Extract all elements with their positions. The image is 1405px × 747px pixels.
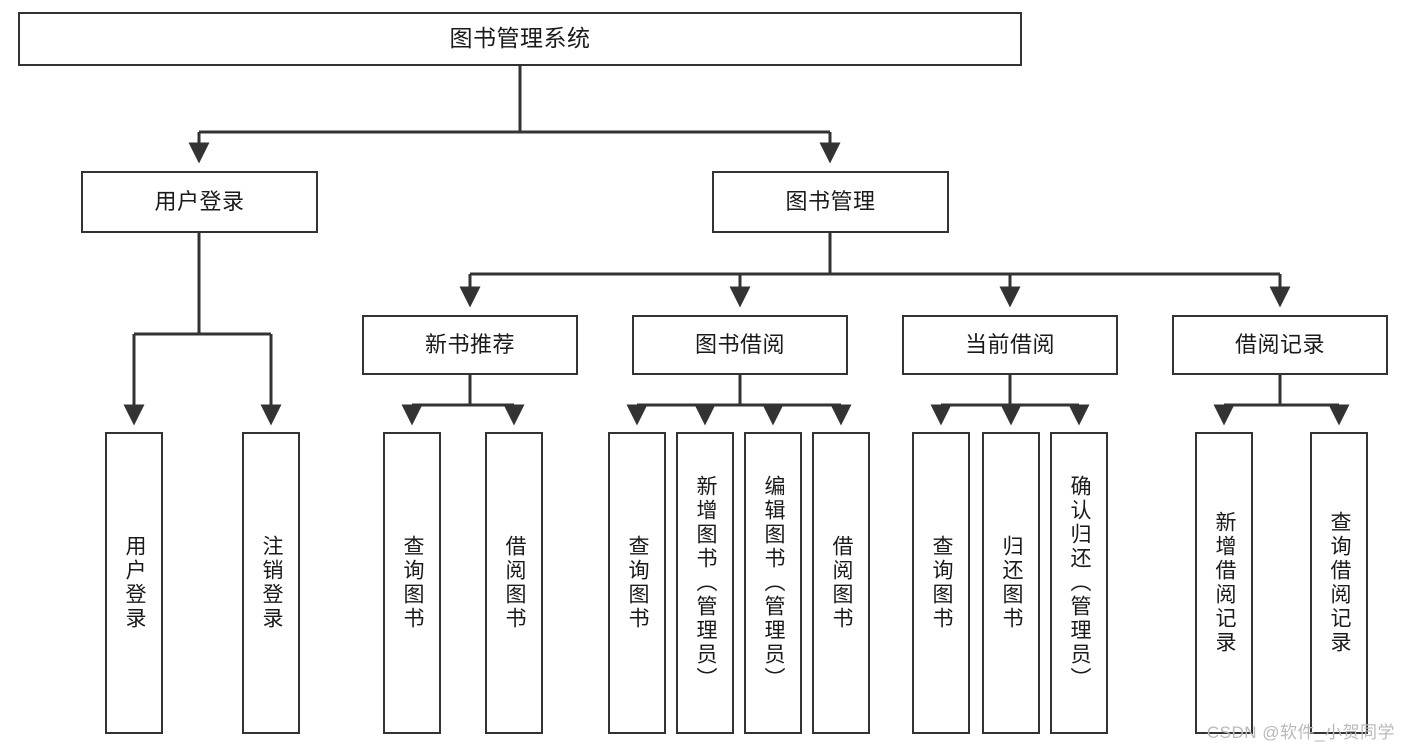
leaf-confirm-return-label: 确认归还（管理员） — [1068, 475, 1092, 691]
leaf-borrow-book-1[interactable]: 借阅图书 — [485, 432, 543, 734]
leaf-return-book[interactable]: 归还图书 — [982, 432, 1040, 734]
leaf-borrow-book-1-label: 借阅图书 — [503, 535, 527, 631]
node-root[interactable]: 图书管理系统 — [18, 12, 1022, 66]
leaf-logout-label: 注销登录 — [260, 535, 284, 631]
leaf-query-book-3-label: 查询图书 — [930, 535, 954, 631]
leaf-query-book-2[interactable]: 查询图书 — [608, 432, 666, 734]
leaf-borrow-book-2-label: 借阅图书 — [830, 535, 854, 631]
watermark: CSDN @软件_小贺同学 — [1206, 723, 1395, 742]
leaf-logout[interactable]: 注销登录 — [242, 432, 300, 734]
leaf-return-book-label: 归还图书 — [1000, 535, 1024, 631]
leaf-query-book-2-label: 查询图书 — [626, 535, 650, 631]
leaf-query-book-3[interactable]: 查询图书 — [912, 432, 970, 734]
leaf-edit-book[interactable]: 编辑图书（管理员） — [744, 432, 802, 734]
node-borrow-record-label: 借阅记录 — [1234, 331, 1325, 357]
leaf-add-book[interactable]: 新增图书（管理员） — [676, 432, 734, 734]
leaf-borrow-book-2[interactable]: 借阅图书 — [812, 432, 870, 734]
node-new-book-recommend-label: 新书推荐 — [424, 331, 515, 357]
node-current-borrow[interactable]: 当前借阅 — [902, 315, 1118, 375]
node-borrow-record[interactable]: 借阅记录 — [1172, 315, 1388, 375]
node-root-label: 图书管理系统 — [449, 25, 591, 52]
node-book-management[interactable]: 图书管理 — [712, 171, 949, 233]
node-book-borrow-label: 图书借阅 — [694, 331, 785, 357]
node-user-login[interactable]: 用户登录 — [81, 171, 318, 233]
node-new-book-recommend[interactable]: 新书推荐 — [362, 315, 578, 375]
leaf-add-record[interactable]: 新增借阅记录 — [1195, 432, 1253, 734]
leaf-add-record-label: 新增借阅记录 — [1213, 511, 1237, 655]
leaf-query-book-1-label: 查询图书 — [401, 535, 425, 631]
node-book-management-label: 图书管理 — [785, 188, 876, 214]
leaf-query-record[interactable]: 查询借阅记录 — [1310, 432, 1368, 734]
leaf-user-login-label: 用户登录 — [123, 535, 147, 631]
leaf-user-login[interactable]: 用户登录 — [105, 432, 163, 734]
leaf-confirm-return[interactable]: 确认归还（管理员） — [1050, 432, 1108, 734]
node-book-borrow[interactable]: 图书借阅 — [632, 315, 848, 375]
leaf-query-record-label: 查询借阅记录 — [1328, 511, 1352, 655]
leaf-query-book-1[interactable]: 查询图书 — [383, 432, 441, 734]
leaf-edit-book-label: 编辑图书（管理员） — [762, 475, 786, 691]
node-user-login-label: 用户登录 — [154, 188, 245, 214]
node-current-borrow-label: 当前借阅 — [964, 331, 1055, 357]
leaf-add-book-label: 新增图书（管理员） — [694, 475, 718, 691]
